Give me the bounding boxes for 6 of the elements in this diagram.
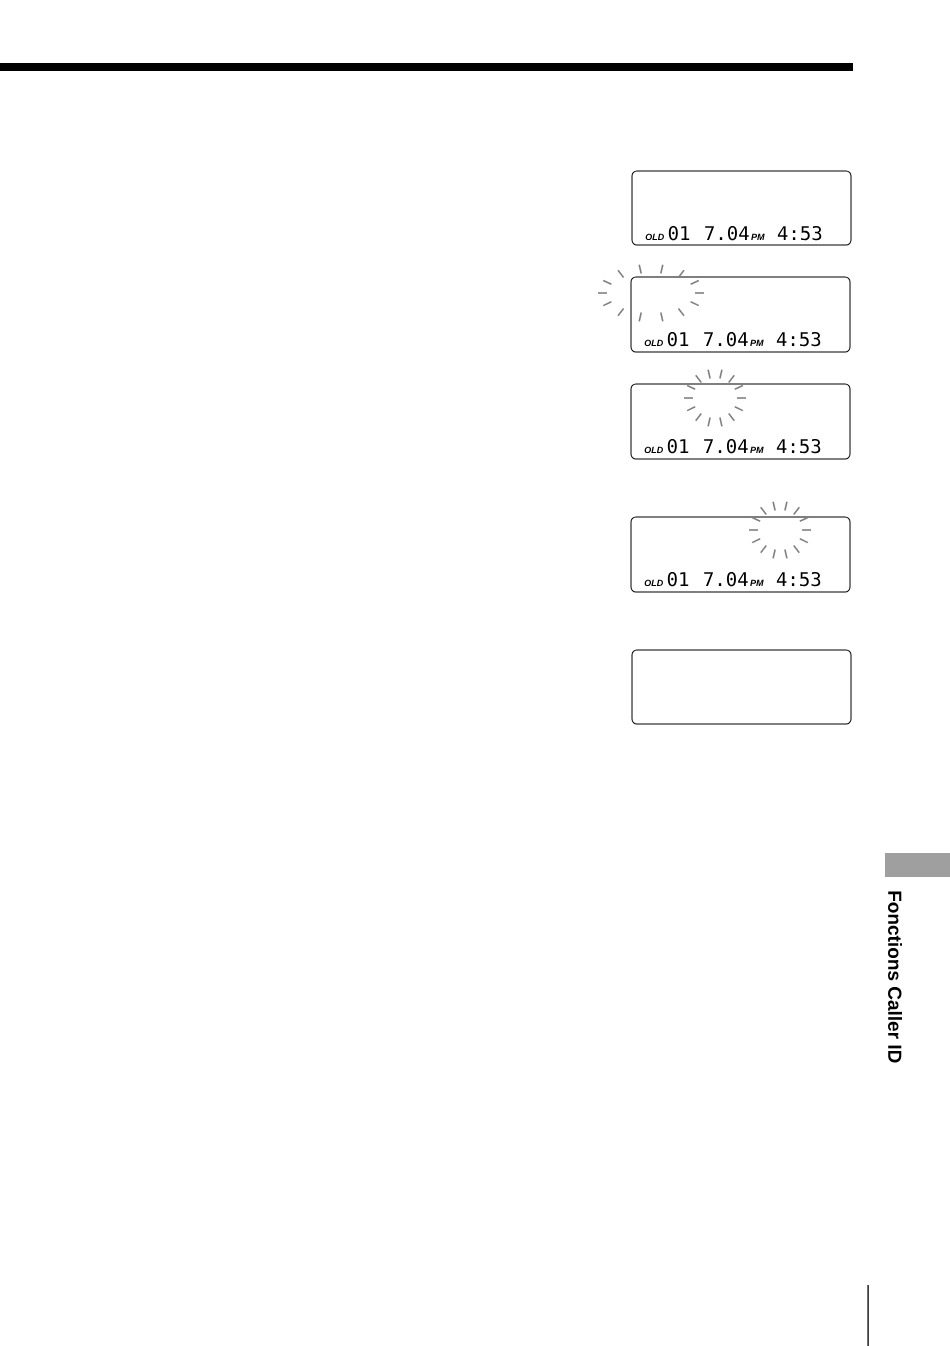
lcd-display: OLD 01 7.04 PM 4:53 xyxy=(631,170,852,246)
lcd-display: OLD 01 7.04 PM 4:53 xyxy=(630,516,851,593)
lcd-display: OLD 01 7.04 PM 4:53 xyxy=(630,276,851,353)
blank-lcd-display xyxy=(631,649,852,725)
lcd-display: OLD 01 7.04 PM 4:53 xyxy=(630,383,851,460)
section-title: Fonctions Caller ID xyxy=(888,891,902,1063)
